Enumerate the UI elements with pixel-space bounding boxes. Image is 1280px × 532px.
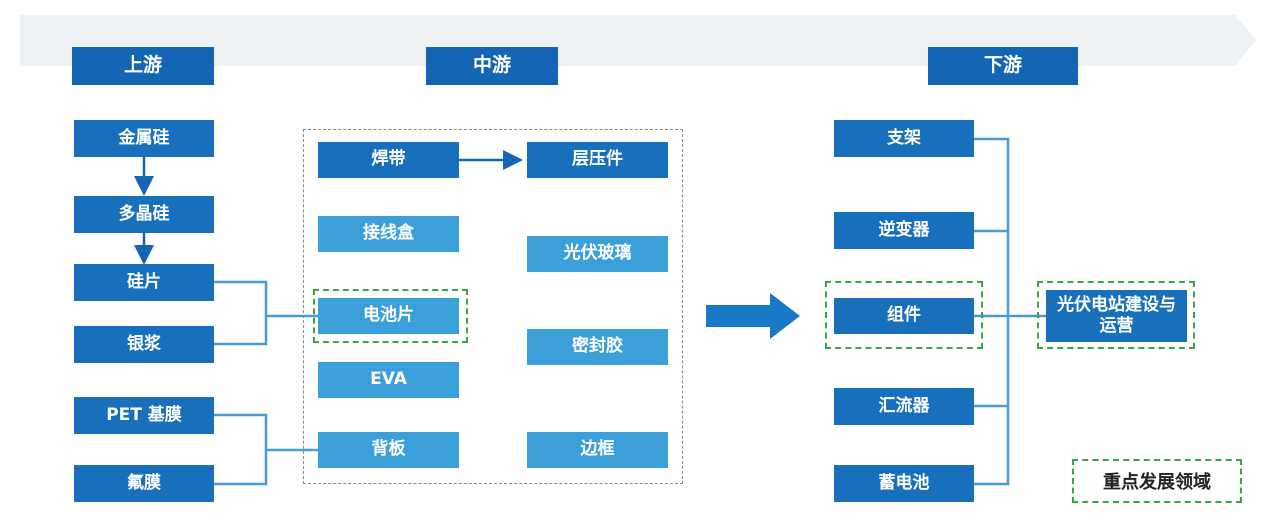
highlight-module xyxy=(825,281,983,349)
node-backsheet: 背板 xyxy=(318,432,459,468)
node-ribbon: 焊带 xyxy=(318,142,459,178)
node-eva: EVA xyxy=(318,362,459,398)
node-silver-paste: 银浆 xyxy=(74,326,214,363)
node-pv-glass: 光伏玻璃 xyxy=(527,236,668,272)
node-module: 组件 xyxy=(834,298,974,334)
node-laminate: 层压件 xyxy=(527,142,668,178)
node-junction-box: 接线盒 xyxy=(318,216,459,252)
node-frame: 边框 xyxy=(527,432,668,468)
midstream-container xyxy=(303,129,683,484)
stage-upstream: 上游 xyxy=(72,47,214,85)
node-battery: 蓄电池 xyxy=(834,465,974,502)
stage-midstream: 中游 xyxy=(426,47,558,85)
node-silicon-wafer: 硅片 xyxy=(74,264,214,301)
legend-key-areas: 重点发展领域 xyxy=(1072,459,1242,503)
node-sealant: 密封胶 xyxy=(527,329,668,365)
node-polysilicon: 多晶硅 xyxy=(74,196,214,233)
node-fluorine-film: 氟膜 xyxy=(74,465,214,502)
node-combiner: 汇流器 xyxy=(834,388,974,425)
node-pv-station: 光伏电站建设与运营 xyxy=(1046,290,1187,342)
node-inverter: 逆变器 xyxy=(834,212,974,249)
highlight-cell xyxy=(313,289,468,343)
node-bracket: 支架 xyxy=(834,120,974,157)
node-cell: 电池片 xyxy=(318,298,459,334)
highlight-pv-station xyxy=(1037,281,1195,349)
node-metal-silicon: 金属硅 xyxy=(74,120,214,157)
stage-downstream: 下游 xyxy=(928,47,1078,85)
node-pet-film: PET 基膜 xyxy=(74,397,214,434)
